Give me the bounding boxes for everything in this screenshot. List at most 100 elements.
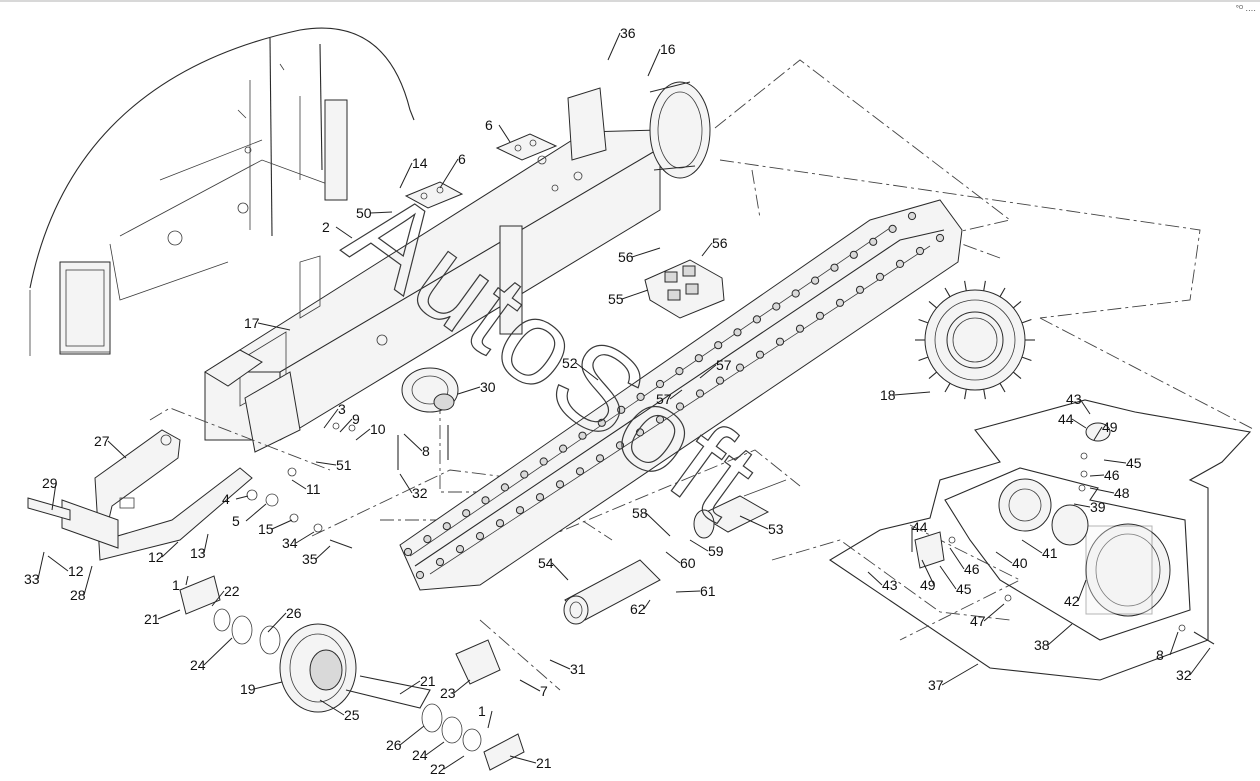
chain-pin [815,311,825,320]
chain-pin [515,506,525,515]
chain-pin [869,237,878,246]
chain-pin [714,341,723,350]
callout-c34: 34 [282,535,298,551]
sprocket-tooth [999,287,1006,297]
leader-line-c8a [403,433,423,452]
callout-c56a: 56 [618,249,634,265]
leader-line-c33 [37,551,45,580]
idler-wheel [279,623,431,713]
leader-line-c39 [1073,503,1091,508]
callout-c6b: 6 [458,151,466,167]
chain-pin [635,428,645,437]
callout-c9: 9 [352,411,360,427]
leader-line-c27 [107,440,127,459]
callout-c59: 59 [708,543,724,559]
leader-line-c60 [665,551,681,564]
leader-line-c30 [457,386,481,395]
leader-line-c1a [185,575,189,586]
chain-pin [495,519,505,528]
chain-pin [475,532,485,541]
chain-pin [435,557,445,567]
chain-pin [695,389,705,398]
leader-line-c43a [1079,398,1091,415]
callout-c26a: 26 [286,605,302,621]
callout-c52: 52 [562,355,578,371]
chain-pin [811,276,820,285]
chain-pin [795,324,805,333]
track-chain [399,199,963,591]
callout-c49b: 49 [920,577,936,593]
chain-pin [735,363,745,372]
leader-line-c19 [253,681,283,690]
callout-c18: 18 [880,387,896,403]
cylinder-53 [693,479,787,539]
chain-pin [423,535,432,544]
callout-c48: 48 [1114,485,1130,501]
leader-line-c53 [739,515,769,530]
leader-line-c8b [1169,631,1179,656]
callout-c38: 38 [1034,637,1050,653]
leader-line-c14 [399,162,413,189]
callout-c37: 37 [928,677,944,693]
final-drive-group [828,399,1252,681]
callout-c3: 3 [338,401,346,417]
chain-pin [559,444,568,453]
leader-line-c49b [921,559,935,586]
callout-c43b: 43 [882,577,898,593]
callout-c16: 16 [660,41,676,57]
callout-c45b: 45 [956,581,972,597]
callout-c26b: 26 [386,737,402,753]
callout-c60: 60 [680,555,696,571]
chain-pin [935,233,945,243]
callout-c6a: 6 [485,117,493,133]
callout-c15: 15 [258,521,274,537]
sprocket-tooth [1021,318,1032,324]
chain-pin [830,263,839,272]
sprocket-tooth [928,300,938,309]
chain-pin [675,367,684,376]
chain-pin [755,350,765,359]
callout-c11: 11 [306,481,321,497]
chain-pin [655,379,665,389]
leader-line-c46a [1089,474,1105,477]
chain-pin [575,467,585,476]
chain-pin [915,246,925,256]
front-bracket [27,429,253,561]
callout-c40: 40 [1012,555,1028,571]
callout-c12b: 12 [68,563,84,579]
leader-line-c4 [235,495,249,500]
callout-c43a: 43 [1066,391,1082,407]
callout-c49a: 49 [1102,419,1118,435]
callout-c35: 35 [302,551,318,567]
callout-c39: 39 [1090,499,1106,515]
callout-c13: 13 [190,545,206,561]
leader-line-c56b [701,242,713,257]
sprocket-tooth [999,383,1006,393]
callout-c23: 23 [440,685,456,701]
leader-line-c1b [487,710,493,729]
callout-c7: 7 [540,683,548,699]
chain-pin [733,328,742,337]
chain-pin [895,259,905,268]
callout-c51: 51 [336,457,352,473]
leader-line-c59 [689,539,709,552]
callout-c47: 47 [970,613,986,629]
callout-c1a: 1 [172,577,180,593]
leader-line-c31 [549,659,571,670]
leader-line-c29 [51,482,57,511]
leader-line-c6b [439,158,459,189]
callout-c62: 62 [630,601,646,617]
leader-line-c43b [867,571,883,586]
leader-line-c45b [939,565,957,590]
chain-pin [715,376,725,385]
chain-link-pins [403,211,945,580]
leader-line-c23 [453,679,471,694]
leader-line-c36 [607,32,621,61]
callout-c45a: 45 [1126,455,1142,471]
leader-line-c49a [1093,426,1103,441]
callout-c53: 53 [768,521,784,537]
leader-line-c38 [1047,623,1073,646]
leader-line-c13 [203,533,209,554]
callout-c56b: 56 [712,235,728,251]
